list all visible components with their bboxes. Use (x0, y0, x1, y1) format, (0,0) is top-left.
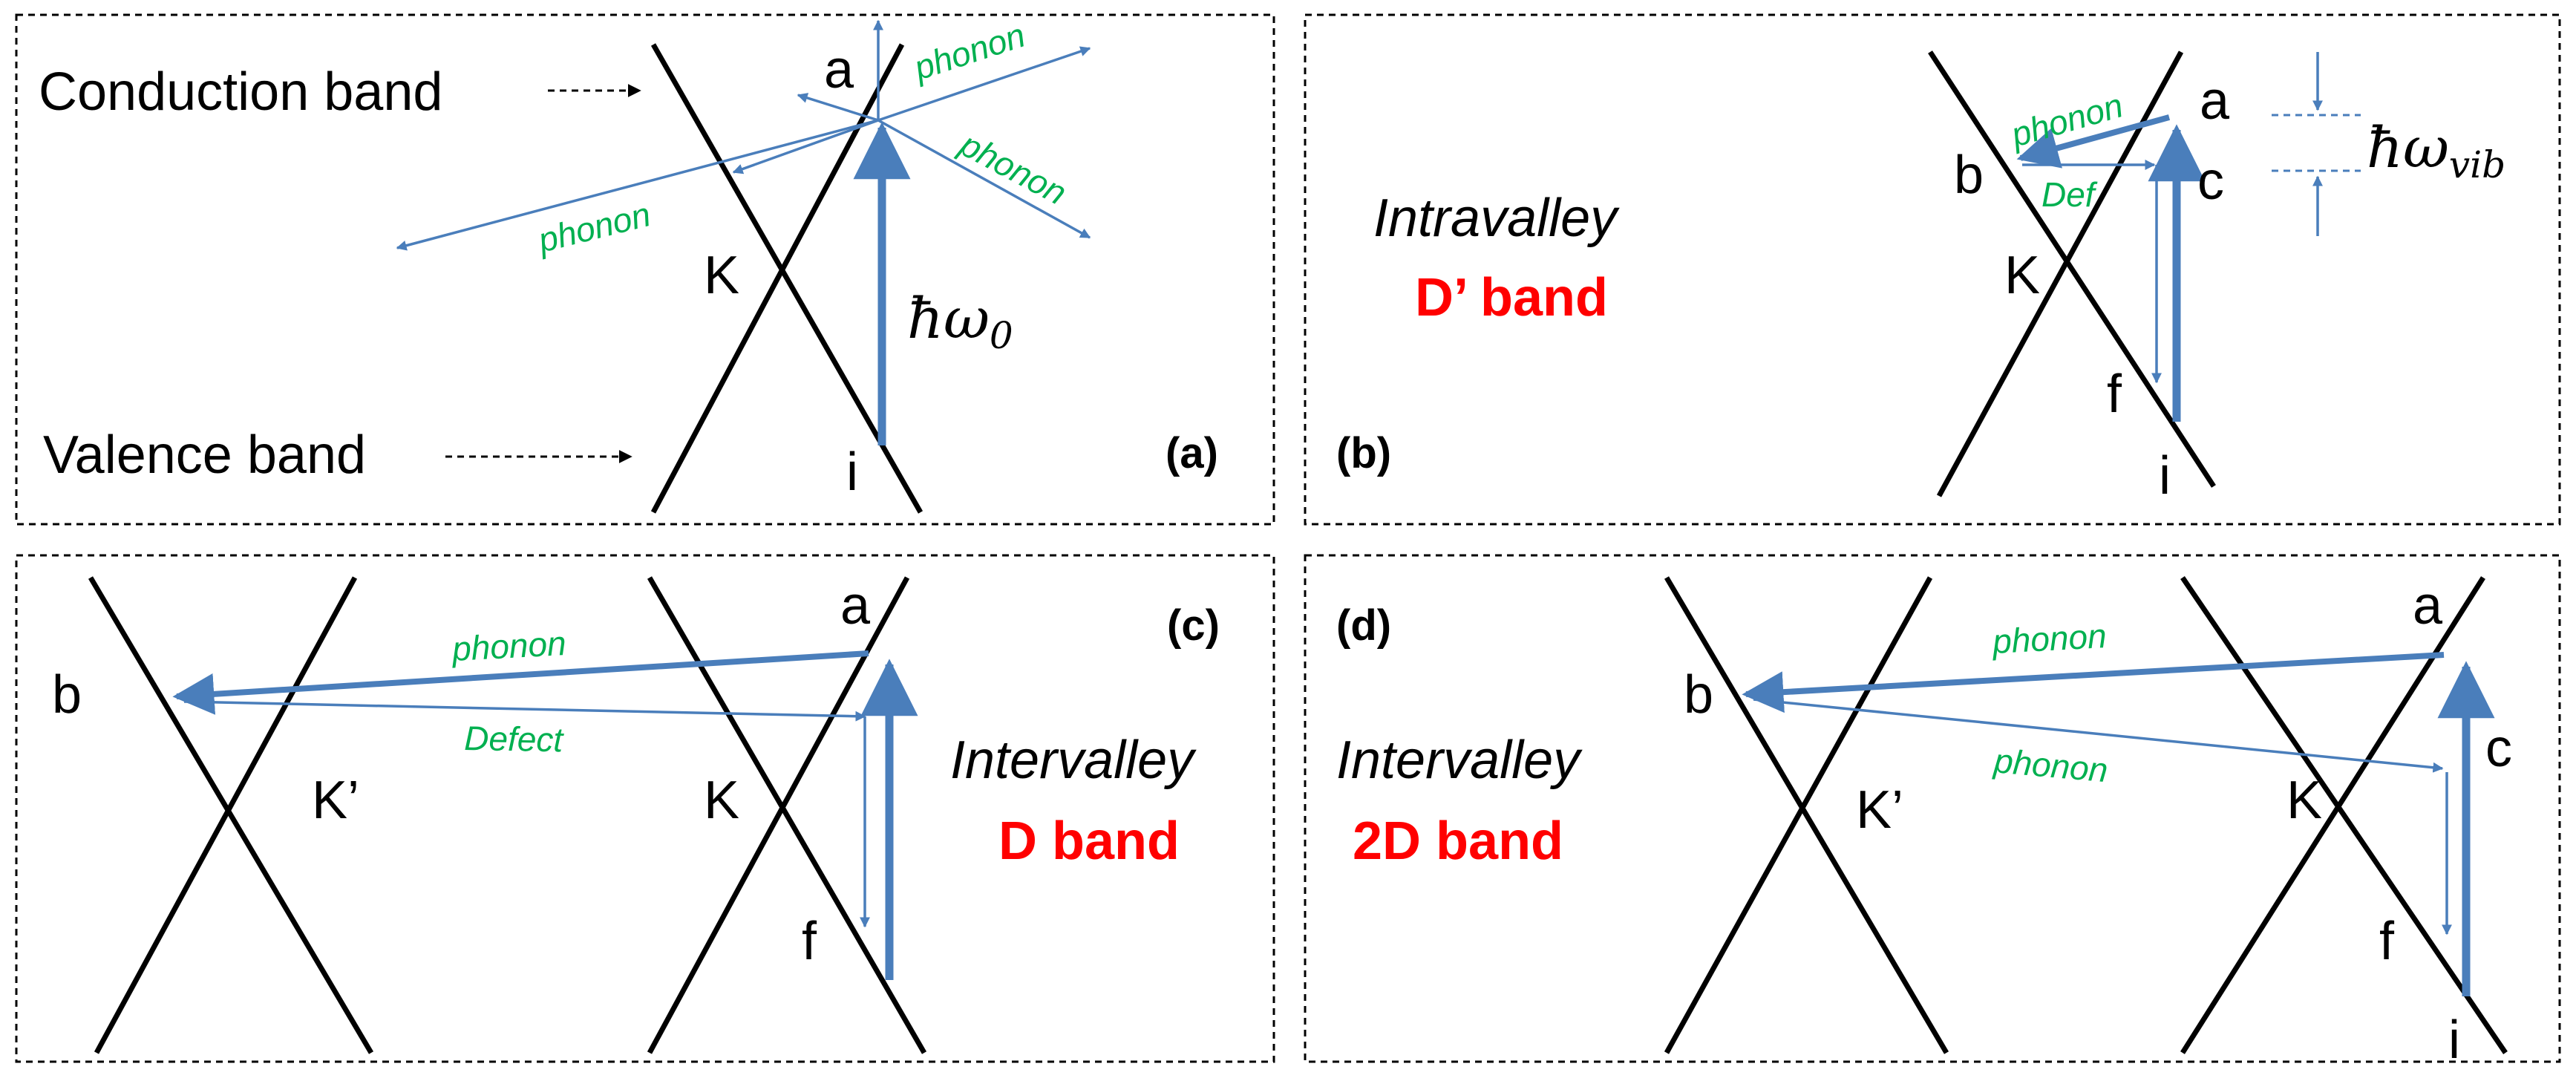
panel-d-point-f: f (2379, 912, 2395, 971)
panel-d-phonon-arrow-1 (1742, 652, 2445, 713)
panel-d-tag: (d) (1336, 601, 1391, 650)
panel-c-point-b: b (52, 665, 82, 725)
panel-c-point-k: K (704, 771, 739, 830)
panel-a-arrow-downright (877, 119, 1091, 239)
panel-d-point-c: c (2485, 719, 2512, 778)
panel-c-defect-arrow (183, 700, 866, 722)
panel-c-point-f: f (802, 912, 817, 971)
panel-d-point-a: a (2413, 576, 2443, 636)
panel-d-kp-band-line-2 (1664, 576, 1933, 1054)
panel-a-phonon-label-1: phonon (908, 16, 1030, 88)
panel-b-point-b: b (1954, 146, 1984, 205)
panel-c-point-kp: K’ (312, 771, 359, 830)
panel-d-kp-band-line-1 (1664, 576, 1949, 1054)
panel-a: Conduction band Valence band a K i ħω0 p… (15, 13, 1275, 526)
panel-a-band-line-1 (650, 43, 923, 514)
panel-b-phonon-arrow (2016, 114, 2171, 169)
panel-d-frame (1304, 554, 2561, 1063)
panel-b-point-f: f (2107, 365, 2122, 424)
panel-c-tag: (c) (1167, 601, 1220, 650)
panel-a-tag: (a) (1166, 429, 1218, 477)
panel-b-defect-label: Def (2041, 175, 2098, 214)
panel-a-arrow-far-left (396, 119, 879, 251)
panel-c-frame (15, 554, 1275, 1063)
panel-d-point-k: K (2286, 771, 2322, 830)
panel-a-phonon-label-2: phonon (953, 124, 1073, 212)
panel-c: phonon Defect a b K’ K f Intervalley D b… (15, 554, 1275, 1063)
panel-b-point-k: K (2004, 246, 2040, 305)
panel-c-point-a: a (840, 576, 871, 636)
panel-d-band-name: 2D band (1353, 811, 1563, 871)
panel-b-vib-label: ħωvib (2367, 114, 2505, 186)
panel-a-arrow-upright (877, 46, 1091, 122)
panel-a-frame (15, 13, 1275, 526)
panel-c-phonon-arrow (172, 650, 869, 715)
panel-b-point-a: a (2200, 71, 2230, 131)
panel-c-kp-band-line-1 (88, 576, 374, 1054)
panel-a-phonon-label-3: phonon (533, 195, 654, 260)
panel-d-k-band-line-2 (2180, 576, 2485, 1054)
panel-a-arrow-upleft (797, 93, 879, 122)
panel-d-title: Intervalley (1336, 731, 1583, 790)
panel-c-k-band-line-1 (647, 576, 927, 1054)
panel-a-valence-label: Valence band (43, 425, 366, 485)
panel-d-point-b: b (1684, 665, 1713, 725)
panel-a-point-i: i (846, 442, 858, 502)
panel-b-point-c: c (2197, 151, 2224, 211)
panel-d-k-band-line-1 (2180, 576, 2508, 1054)
panel-b-band-name: D’ band (1415, 268, 1608, 327)
panel-b-point-i: i (2159, 446, 2171, 506)
panel-b-title: Intravalley (1373, 189, 1620, 248)
panel-c-defect-label: Defect (464, 719, 565, 759)
panel-b-band-line-1 (1928, 50, 2216, 488)
panel-a-point-a: a (824, 40, 854, 99)
panel-a-conduction-label: Conduction band (39, 62, 442, 122)
panel-d-phonon-arrow-2 (1753, 698, 2444, 773)
panel-d-phonon-label-1: phonon (1990, 616, 2108, 661)
panel-d-phonon-label-2: phonon (1991, 741, 2109, 789)
panel-c-title: Intervalley (950, 731, 1197, 790)
panel-b-frame (1304, 13, 2561, 526)
panel-c-phonon-label: phonon (450, 624, 567, 668)
panel-a-point-k: K (704, 246, 739, 305)
panel-b-tag: (b) (1336, 429, 1391, 477)
panel-c-band-name: D band (998, 811, 1180, 871)
panel-b: Intravalley D’ band phonon Def a b c K f… (1304, 13, 2561, 526)
panel-a-energy-label: ħω0 (907, 285, 1013, 357)
panel-c-k-band-line-2 (647, 576, 910, 1054)
panel-d-point-i: i (2448, 1010, 2460, 1070)
panel-d: phonon phonon a b c K’ K f i Intervalley… (1304, 554, 2561, 1070)
panel-c-kp-band-line-2 (94, 576, 358, 1054)
panel-d-point-kp: K’ (1856, 780, 1903, 840)
panel-a-arrow-left (732, 119, 879, 174)
